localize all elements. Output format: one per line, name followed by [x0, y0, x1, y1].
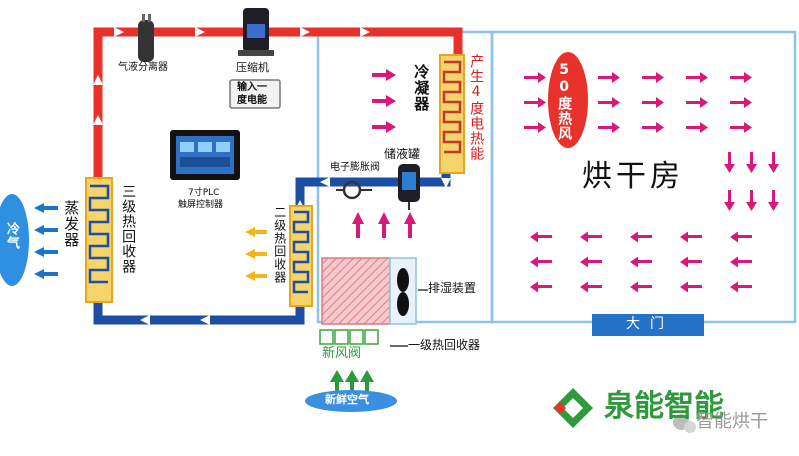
pipe-arrow [300, 27, 310, 37]
receiver-tank-icon [398, 164, 420, 210]
compressor-icon [238, 8, 274, 56]
watermark-text: 智能烘干 [696, 411, 768, 432]
dehumidifier-label: 排湿装置 [428, 281, 477, 295]
pipe-arrow [140, 315, 150, 325]
plc-label-line-1: 7寸PLC [188, 188, 220, 198]
pipe-arrow [320, 177, 330, 187]
hot-air-label: 50度热风 [556, 62, 573, 141]
separator-label: 气液分离器 [118, 62, 168, 73]
condenser-label: 冷凝器 [412, 64, 431, 112]
brand-name: 泉能智能 [604, 389, 724, 424]
pipe-arrow [441, 178, 451, 188]
pipe-arrow [93, 115, 103, 125]
recovery-1-label: 一级热回收器 [408, 338, 481, 352]
evaporator-tube [88, 184, 110, 284]
receiver-tank-label: 储液罐 [384, 147, 421, 161]
evaporator-label: 蒸发器 [62, 200, 81, 248]
heat-output-label: 产生4度电热能 [468, 54, 485, 161]
pipe-arrow [114, 27, 124, 37]
pipe-arrow [360, 27, 370, 37]
cold-air-label: 冷气 [3, 222, 19, 250]
condenser-tube [442, 60, 462, 154]
hot-pipe [93, 27, 463, 178]
plc-screen-icon [170, 130, 240, 180]
hot-air-badge [548, 52, 588, 148]
warm-air-arrows [245, 227, 267, 281]
fresh-air-badge [305, 390, 397, 412]
wechat-icon [673, 414, 696, 433]
compressor-badge-line-1: 输入一 [237, 82, 267, 93]
plc-label-line-2: 触屏控制器 [178, 200, 224, 210]
fresh-air-valve-label: 新风阀 [322, 346, 362, 361]
compressor-label: 压缩机 [236, 61, 269, 74]
fresh-air-label: 新鲜空气 [325, 393, 369, 406]
separator-icon [138, 14, 154, 62]
brand-logo-icon [553, 388, 593, 428]
cold-outflow-arrows [34, 203, 58, 279]
recovery-1-block [321, 257, 391, 325]
drying-room-title: 烘干房 [582, 159, 684, 194]
downflow-arrows [724, 152, 779, 211]
recovery-3-label: 三级热回收器 [120, 184, 137, 274]
fresh-air-arrows [330, 370, 374, 392]
pipe-arrow [93, 75, 103, 85]
hot-air-arrows [524, 72, 752, 133]
fresh-air-valve-icon [319, 329, 379, 345]
compressor-badge-line-2: 度电能 [237, 95, 267, 106]
condenser-airflow-arrows [372, 69, 396, 133]
main-door-bar [592, 314, 704, 336]
compressor-badge [229, 79, 281, 109]
pipe-arrow [200, 315, 210, 325]
cold-air-badge [0, 194, 29, 286]
recovery-2-tube [292, 210, 310, 294]
recovery-2-label: 二级热回收器 [272, 206, 287, 284]
return-air-arrows [530, 231, 752, 293]
expansion-valve-label: 电子膨胀阀 [330, 162, 380, 173]
main-door-label: 大门 [626, 316, 674, 332]
expansion-valve-icon [336, 180, 372, 200]
upflow-arrows [352, 212, 416, 238]
pipe-arrow [195, 27, 205, 37]
fan-icon [389, 257, 417, 325]
